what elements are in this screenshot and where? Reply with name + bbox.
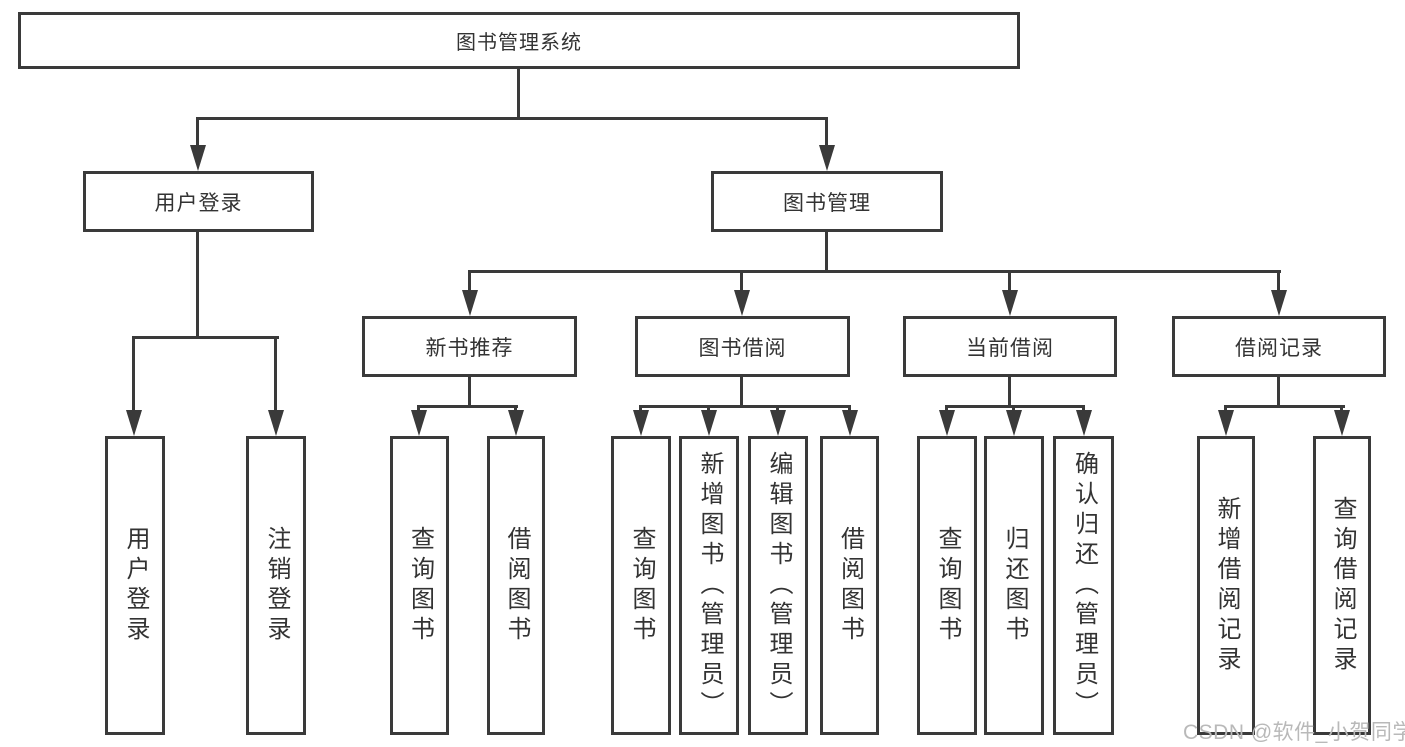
connector-line-vertical — [740, 270, 743, 292]
connector-line-vertical — [1008, 270, 1011, 292]
arrowhead-down-icon — [1002, 290, 1018, 316]
connector-line-horizontal — [132, 336, 279, 339]
arrowhead-down-icon — [1218, 410, 1234, 436]
node-label: 归还图书 — [1001, 525, 1028, 646]
connector-line-vertical — [514, 405, 517, 413]
connector-line-vertical — [825, 117, 828, 148]
node-label: 借阅记录 — [1235, 336, 1323, 360]
node-leaf-bb-query-books: 查询图书 — [611, 436, 671, 735]
node-leaf-br-query-record: 查询借阅记录 — [1313, 436, 1371, 735]
csdn-watermark: CSDN @软件_小贺同学 — [1183, 721, 1405, 744]
arrowhead-down-icon — [126, 410, 142, 436]
node-label: 新增借阅记录 — [1213, 495, 1240, 676]
connector-line-vertical — [740, 377, 743, 407]
node-label: 确认归还（管理员） — [1070, 450, 1098, 721]
arrowhead-down-icon — [268, 410, 284, 436]
connector-line-vertical — [196, 232, 199, 339]
arrowhead-down-icon — [1076, 410, 1092, 436]
connector-line-vertical — [1008, 377, 1011, 407]
connector-line-vertical — [468, 270, 471, 292]
arrowhead-down-icon — [701, 410, 717, 436]
node-book-management: 图书管理 — [711, 171, 943, 232]
connector-line-vertical — [639, 405, 642, 413]
arrowhead-down-icon — [462, 290, 478, 316]
arrowhead-down-icon — [939, 410, 955, 436]
node-label: 借阅图书 — [503, 525, 530, 646]
node-label: 查询图书 — [934, 525, 961, 646]
node-leaf-cb-query-books: 查询图书 — [917, 436, 977, 735]
arrowhead-down-icon — [842, 410, 858, 436]
connector-line-vertical — [848, 405, 851, 413]
connector-line-vertical — [1277, 270, 1280, 292]
node-label: 用户登录 — [154, 191, 243, 215]
node-label: 查询借阅记录 — [1329, 495, 1356, 676]
connector-line-vertical — [945, 405, 948, 413]
node-label: 查询图书 — [628, 525, 655, 646]
arrowhead-down-icon — [1334, 410, 1350, 436]
connector-line-horizontal — [417, 405, 518, 408]
arrowhead-down-icon — [508, 410, 524, 436]
arrowhead-down-icon — [190, 145, 206, 171]
connector-line-vertical — [707, 405, 710, 413]
arrowhead-down-icon — [411, 410, 427, 436]
node-leaf-cb-confirm-return: 确认归还（管理员） — [1053, 436, 1114, 735]
connector-line-horizontal — [639, 405, 851, 408]
node-leaf-user-login: 用户登录 — [105, 436, 165, 735]
connector-line-vertical — [825, 232, 828, 273]
connector-line-vertical — [1082, 405, 1085, 413]
node-leaf-cb-return-books: 归还图书 — [984, 436, 1044, 735]
node-label: 当前借阅 — [966, 336, 1054, 360]
node-label: 图书管理 — [783, 191, 871, 215]
node-leaf-bb-add-books: 新增图书（管理员） — [679, 436, 739, 735]
arrowhead-down-icon — [1271, 290, 1287, 316]
connector-line-vertical — [468, 377, 471, 407]
connector-line-vertical — [417, 405, 420, 413]
node-leaf-rec-query-books: 查询图书 — [390, 436, 449, 735]
node-borrowing-records: 借阅记录 — [1172, 316, 1386, 377]
connector-line-vertical — [517, 68, 520, 120]
connector-line-vertical — [1277, 377, 1280, 407]
node-book-borrowing: 图书借阅 — [635, 316, 850, 377]
arrowhead-down-icon — [770, 410, 786, 436]
connector-line-vertical — [132, 336, 135, 412]
node-root: 图书管理系统 — [18, 12, 1020, 69]
connector-line-vertical — [1012, 405, 1015, 413]
node-leaf-br-add-record: 新增借阅记录 — [1197, 436, 1255, 735]
node-new-book-recommend: 新书推荐 — [362, 316, 577, 377]
arrowhead-down-icon — [819, 145, 835, 171]
node-user-login: 用户登录 — [83, 171, 314, 232]
node-current-borrowing: 当前借阅 — [903, 316, 1117, 377]
node-label: 新书推荐 — [425, 336, 514, 360]
arrowhead-down-icon — [1006, 410, 1022, 436]
node-leaf-bb-borrow-books: 借阅图书 — [820, 436, 879, 735]
node-leaf-bb-edit-books: 编辑图书（管理员） — [748, 436, 808, 735]
node-label: 注销登录 — [263, 525, 290, 646]
connector-line-horizontal — [945, 405, 1085, 408]
connector-line-vertical — [274, 336, 277, 412]
node-label: 借阅图书 — [836, 525, 864, 646]
node-label: 编辑图书（管理员） — [765, 450, 792, 721]
node-label: 图书借阅 — [698, 336, 787, 360]
node-label: 图书管理系统 — [456, 32, 582, 54]
connector-line-vertical — [1340, 405, 1343, 413]
node-leaf-rec-borrow-books: 借阅图书 — [487, 436, 545, 735]
arrowhead-down-icon — [633, 410, 649, 436]
arrowhead-down-icon — [734, 290, 750, 316]
node-label: 用户登录 — [122, 525, 149, 646]
connector-line-vertical — [196, 117, 199, 148]
connector-line-vertical — [776, 405, 779, 413]
connector-line-horizontal — [196, 117, 828, 120]
node-label: 查询图书 — [406, 525, 434, 646]
node-label: 新增图书（管理员） — [696, 450, 723, 721]
connector-line-horizontal — [1224, 405, 1345, 408]
connector-line-vertical — [1224, 405, 1227, 413]
node-leaf-logout: 注销登录 — [246, 436, 306, 735]
connector-line-horizontal — [468, 270, 1281, 273]
